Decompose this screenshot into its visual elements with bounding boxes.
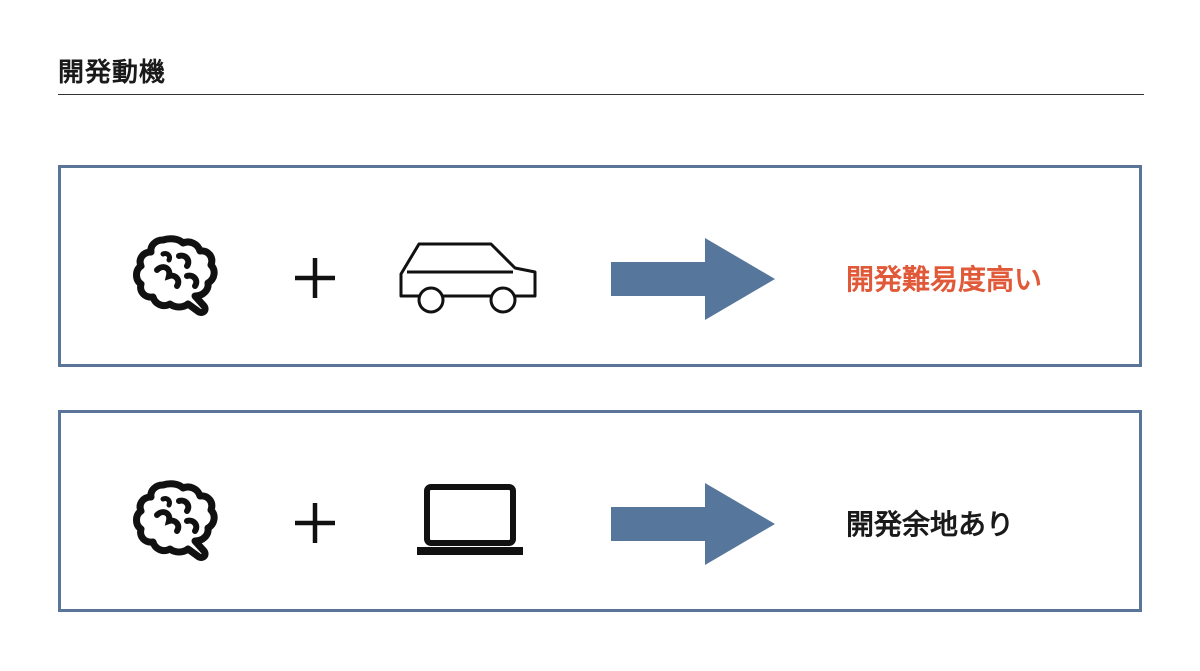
plus-icon bbox=[295, 258, 335, 298]
result-text-feasible: 開発余地あり bbox=[846, 508, 1015, 541]
comparison-row-car: 開発難易度高い bbox=[58, 165, 1142, 367]
page-title: 開発動機 bbox=[58, 58, 167, 88]
car-icon bbox=[399, 242, 537, 314]
result-text-hard: 開発難易度高い bbox=[846, 263, 1043, 296]
brain-icon bbox=[133, 235, 218, 316]
title-divider bbox=[58, 94, 1144, 95]
comparison-row-laptop: 開発余地あり bbox=[58, 410, 1142, 612]
brain-icon bbox=[133, 480, 218, 561]
arrow-right-icon bbox=[611, 238, 775, 320]
plus-icon bbox=[295, 503, 335, 543]
arrow-right-icon bbox=[611, 483, 775, 565]
laptop-icon bbox=[417, 484, 523, 555]
